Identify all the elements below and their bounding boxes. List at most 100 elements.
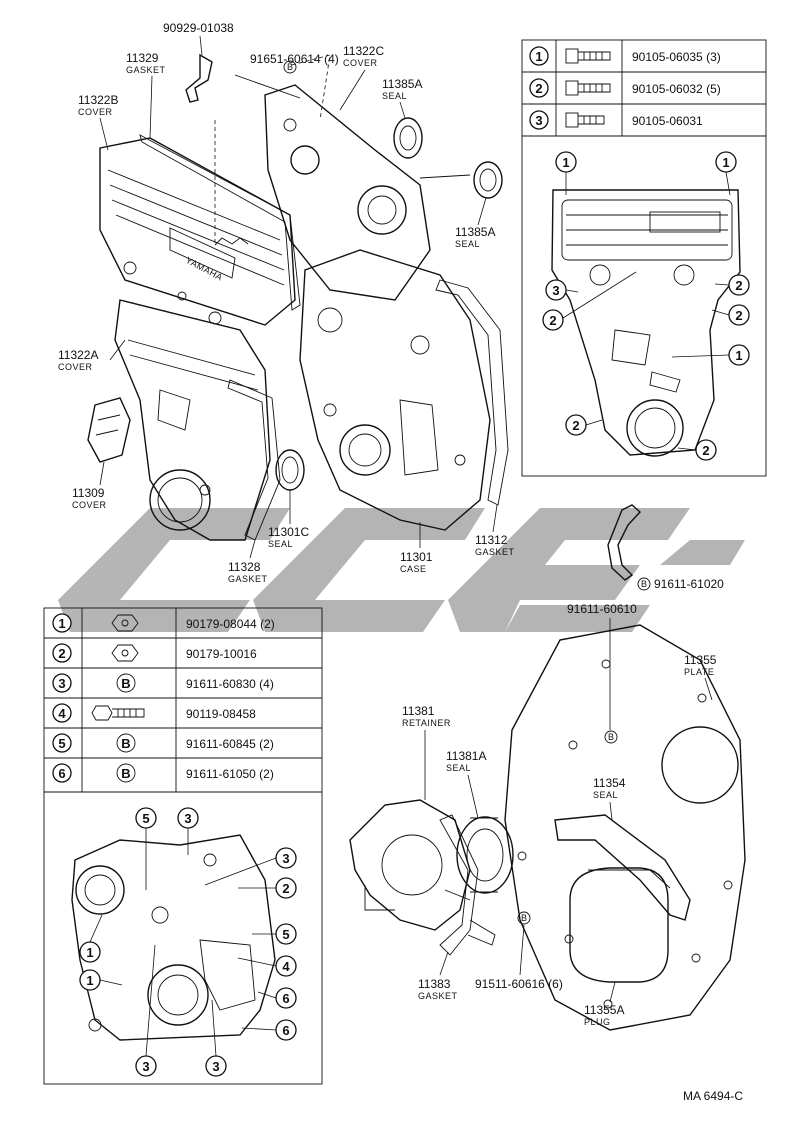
upper-part-labels: 90929-01038 91651-60614 (4) B 11329 GASK… [58,21,515,584]
inset-bottom-callouts: 5 3 3 2 1 1 5 4 6 [79,807,297,1077]
inset-top-callout-1b: 1 [722,155,729,170]
seal-11354-drawing[interactable] [554,814,691,921]
fastener-table-key-2: 2 [58,646,65,661]
part-name-11355a: PLUG [584,1017,611,1027]
watermark-mark-4 [660,540,745,565]
seal-11301c-drawing[interactable] [275,449,305,491]
watermark-mark-1 [58,508,290,632]
seal-11385a-lower-drawing[interactable] [419,161,503,199]
part-number-91611-61020: 91611-61020 [654,577,724,591]
fastener-table-key-6: 6 [58,766,65,781]
fastener-table-key-5: 5 [58,736,65,751]
bolt-table-top: 1 90105-06035 (3) 2 90105-06032 (5) 3 [521,39,767,137]
part-name-11354: SEAL [593,790,618,800]
part-name-11309: COVER [72,500,107,510]
watermark-mark-5 [505,605,650,632]
part-name-11322c: COVER [343,58,378,68]
fastener-table-icon-text-3: B [121,676,130,691]
inset-bottom-callout-3a: 3 [184,811,191,826]
bolt-location-inset-top: 1 1 3 2 2 2 1 2 2 [521,135,767,477]
plug-11355a-drawing[interactable] [569,867,671,983]
clip-91611-61020-group: B 91611-61020 [607,504,724,591]
bolt-table-top-part-2: 90105-06032 (5) [632,82,721,96]
bolt-location-inset-bottom: 5 3 3 2 1 1 5 4 6 [43,791,323,1085]
inset-top-callout-2b: 2 [735,278,742,293]
inset-bottom-callout-1a: 1 [86,945,93,960]
part-name-11322b: COVER [78,107,113,117]
inset-top-callout-2e: 2 [702,443,709,458]
gasket-11383-drawing[interactable] [439,814,479,956]
fastener-table-part-2: 90179-10016 [186,647,257,661]
b-marker-91511: B [521,913,528,923]
inset-bottom-callout-3c: 3 [142,1059,149,1074]
gasket-11312-drawing[interactable] [435,279,509,506]
bolt-icon [565,80,611,96]
rear-assembly: B B [349,624,746,1031]
part-number-91611-60610: 91611-60610 [567,602,637,616]
inset-bottom-callout-4: 4 [282,959,290,974]
part-number-11329: 11329 [126,51,159,65]
clip-90929-drawing[interactable] [185,53,213,103]
case-11301-drawing[interactable] [299,249,491,531]
fastener-table-bottom: 1 90179-08044 (2) 2 90179-10016 3 B 9161… [43,607,323,793]
inset-top-callout-2d: 2 [572,418,579,433]
cover-11322c-drawing[interactable] [264,84,431,301]
part-number-11322b: 11322B [78,93,118,107]
bolt-table-top-row-3: 3 90105-06031 [529,110,703,130]
part-number-11301: 11301 [400,550,433,564]
b-marker-91611-61020: B [641,579,648,589]
part-number-11312: 11312 [475,533,508,547]
part-name-11312: GASKET [475,547,515,557]
bolt-table-top-row-1: 1 90105-06035 (3) [529,46,721,66]
yamaha-logo-text: YAMAHA [184,255,224,283]
bolt-table-top-key-2: 2 [535,81,542,96]
bolt-b-icon [116,733,136,753]
part-number-11322a: 11322A [58,348,98,362]
seal-11385a-upper-drawing[interactable] [393,117,423,159]
watermark-mark-2 [253,508,485,632]
gasket-11328-drawing[interactable] [227,379,281,541]
part-name-11328: GASKET [228,574,268,584]
timing-cover-assembly: YAMAHA [87,53,509,541]
part-number-11381: 11381 [402,704,435,718]
fastener-table-row-6: 6 B 91611-61050 (2) [52,763,274,783]
part-name-11322a: COVER [58,362,93,372]
part-number-11322c: 11322C [343,44,384,58]
part-number-90929: 90929-01038 [163,21,234,35]
part-name-11329: GASKET [126,65,166,75]
watermark-logo [58,508,745,632]
cover-11322a-drawing[interactable] [114,299,271,541]
cover-11322b-drawing[interactable] [99,137,296,326]
part-number-11301c: 11301C [268,525,309,539]
part-number-91651: 91651-60614 (4) [250,52,339,66]
fastener-table-icon-text-5: B [121,736,130,751]
bolt-icon [91,705,145,721]
fastener-table-icon-text-6: B [121,766,130,781]
part-name-11301: CASE [400,564,427,574]
cover-11309-drawing[interactable] [87,397,131,463]
bolt-table-top-part-1: 90105-06035 (3) [632,50,721,64]
inset-bottom-callout-3d: 3 [212,1059,219,1074]
bolt-icon [565,112,605,128]
bolt-table-top-row-2: 2 90105-06032 (5) [529,78,721,98]
seal-11381a-drawing[interactable] [456,816,514,894]
part-number-11354: 11354 [593,776,626,790]
fastener-table-row-1: 1 90179-08044 (2) [52,613,275,633]
bolt-b-icon [116,763,136,783]
inset-top-callout-3: 3 [552,283,559,298]
fastener-table-key-1: 1 [58,616,65,631]
inset-bottom-callout-5a: 5 [142,811,149,826]
fastener-table-part-1: 90179-08044 (2) [186,617,275,631]
plate-11355-drawing[interactable] [504,624,746,1031]
fastener-table-row-5: 5 B 91611-60845 (2) [52,733,274,753]
bolt-icon [565,48,611,64]
fastener-table-key-4: 4 [58,706,66,721]
gasket-11329-drawing[interactable] [139,134,301,311]
inset-bottom-callout-2: 2 [282,881,289,896]
fastener-table-part-6: 91611-61050 (2) [186,767,274,781]
inset-bottom-callout-3b: 3 [282,851,289,866]
retainer-11381-drawing[interactable] [349,799,471,931]
clip-91611-61020-drawing[interactable] [607,504,642,581]
nut-icon [111,614,139,632]
bolt-b-icon [116,673,136,693]
